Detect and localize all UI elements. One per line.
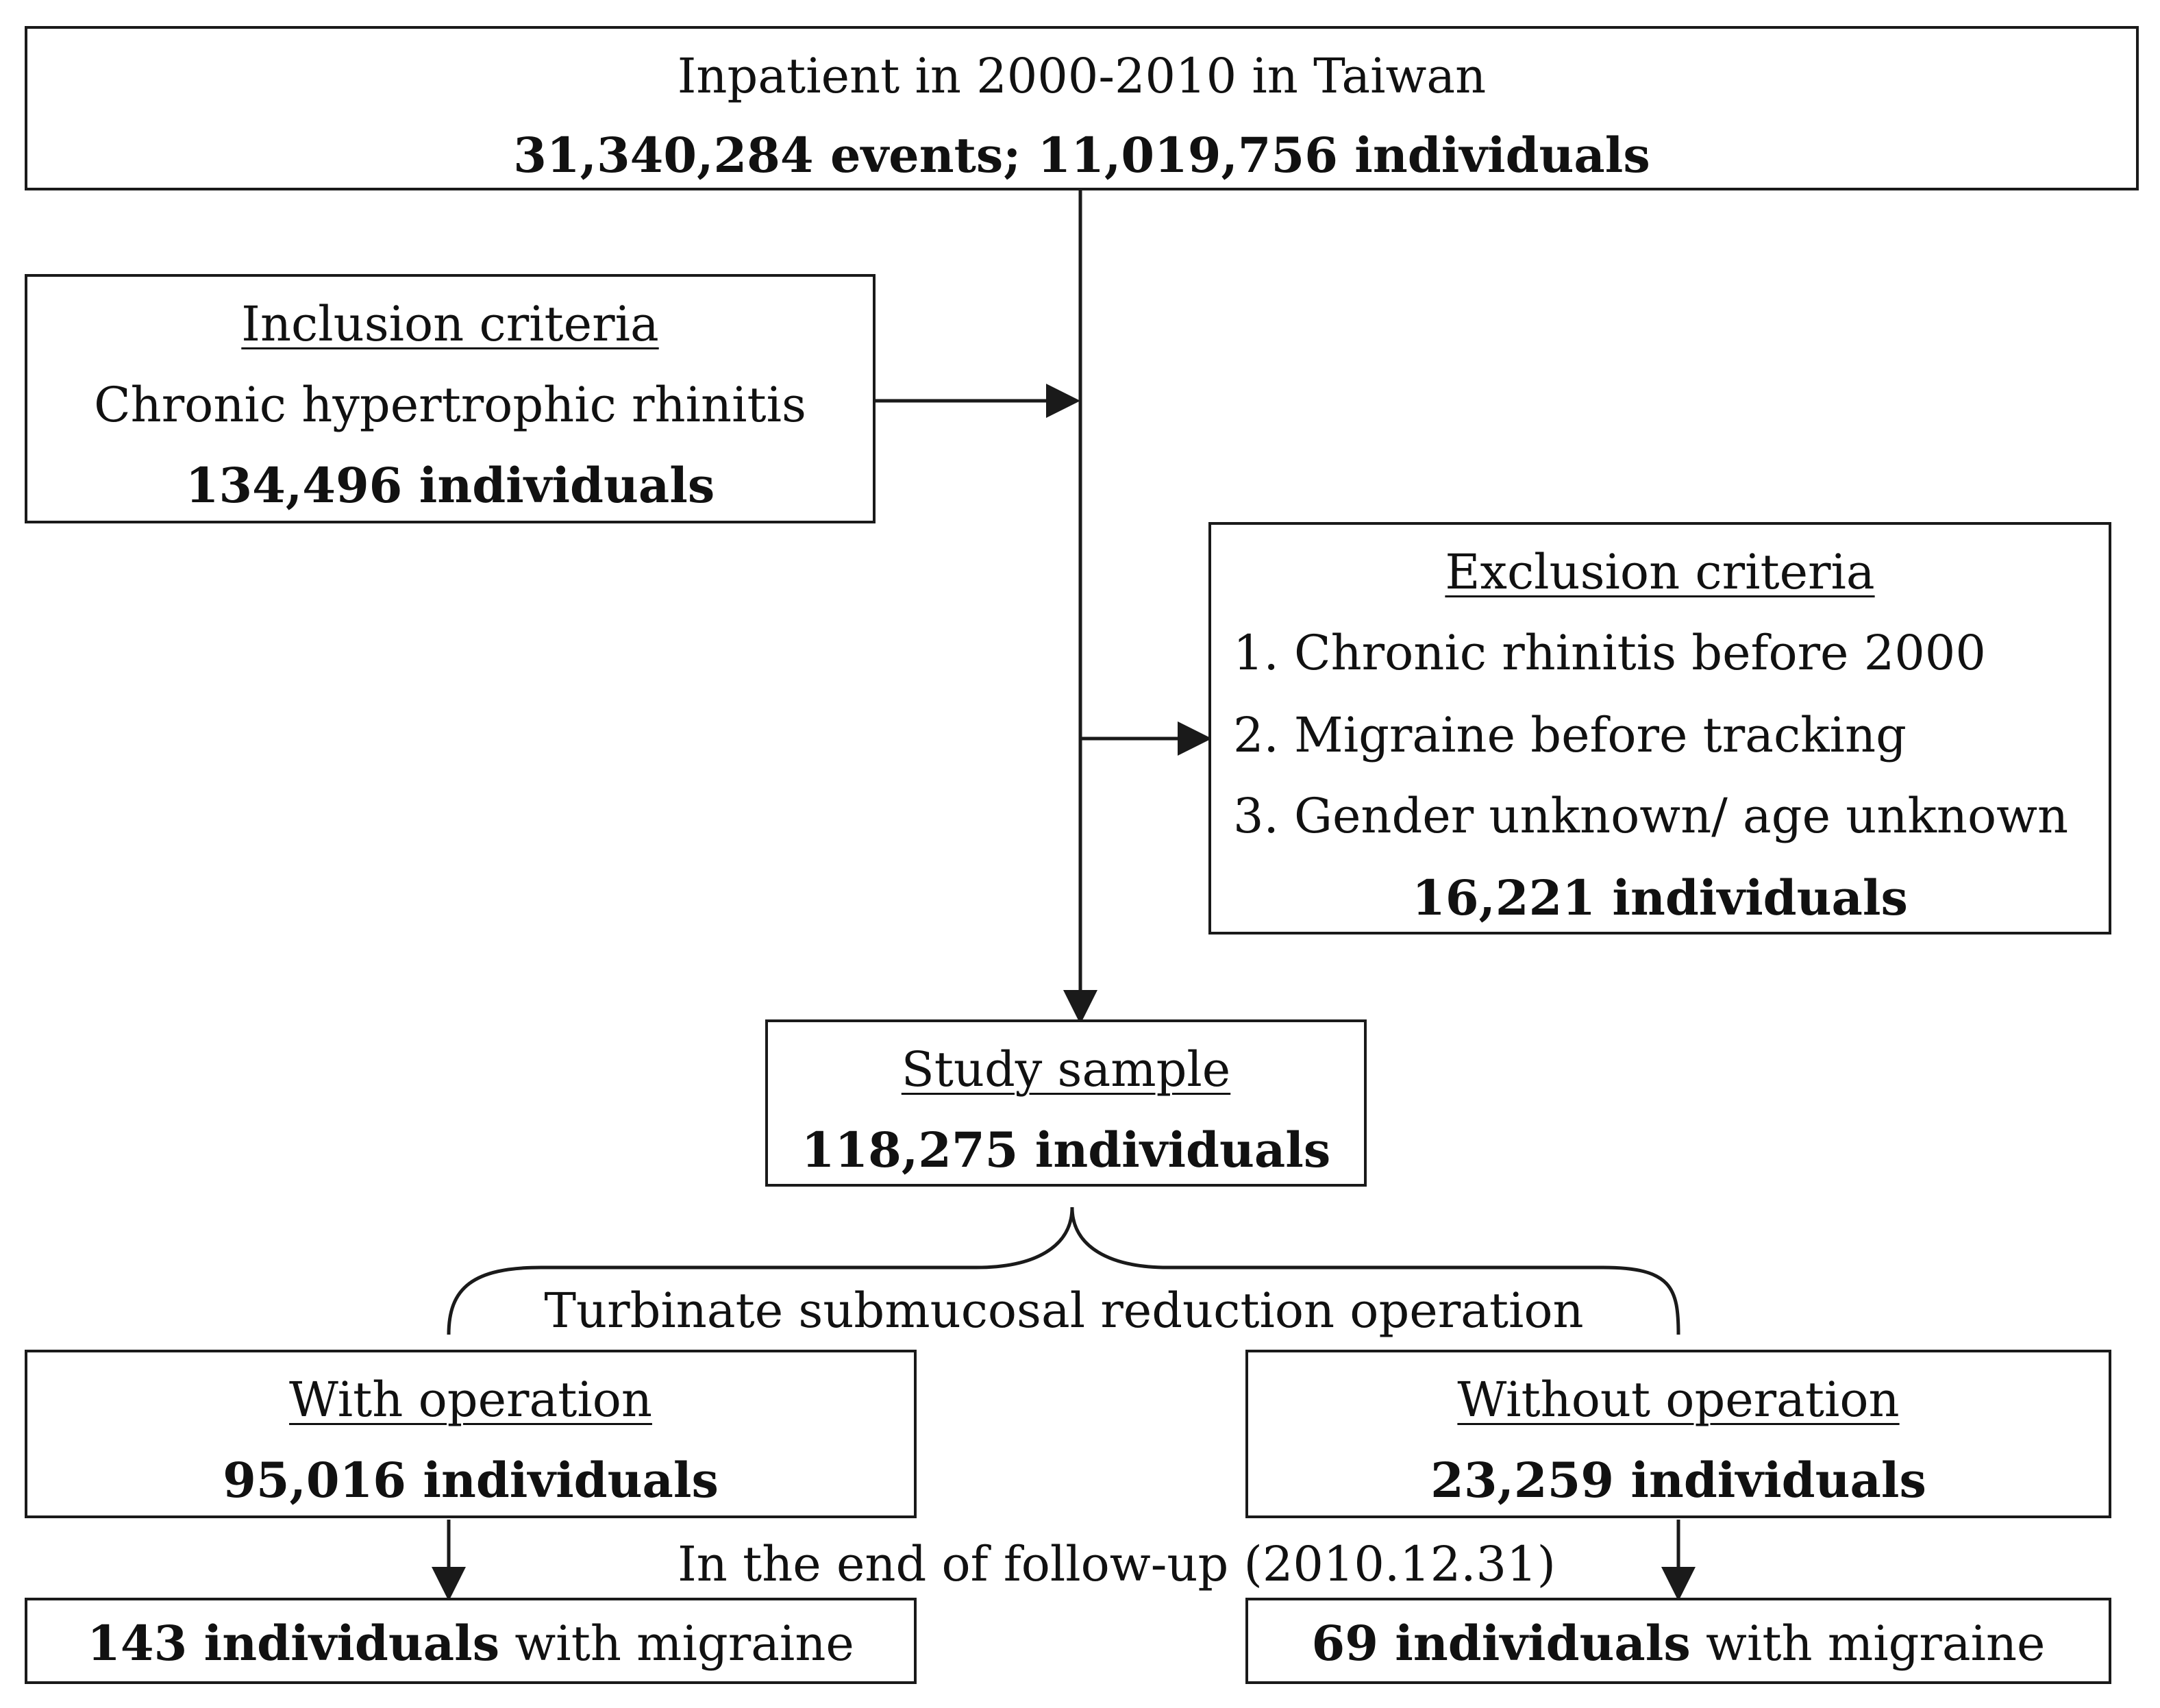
inclusion-count: 134,496 individuals xyxy=(185,457,715,514)
without-operation-box: Without operation 23,259 individuals xyxy=(1245,1350,2111,1518)
study-sample-box: Study sample 118,275 individuals xyxy=(765,1019,1367,1187)
exclusion-item-1: 1. Chronic rhinitis before 2000 xyxy=(1233,625,1986,681)
followup-label: In the end of follow-up (2010.12.31) xyxy=(678,1536,1556,1592)
inclusion-condition: Chronic hypertrophic rhinitis xyxy=(94,377,806,433)
without-operation-outcome: 69 individuals with migraine xyxy=(1248,1620,2109,1668)
exclusion-heading: Exclusion criteria xyxy=(1445,544,1875,600)
source-count: 31,340,284 events; 11,019,756 individual… xyxy=(513,127,1650,184)
exclusion-count: 16,221 individuals xyxy=(1412,869,1908,926)
study-count: 118,275 individuals xyxy=(801,1122,1331,1178)
source-title: Inpatient in 2000-2010 in Taiwan xyxy=(677,48,1487,104)
without-operation-count: 23,259 individuals xyxy=(1430,1452,1926,1509)
with-operation-count: 95,016 individuals xyxy=(223,1452,719,1509)
with-outcome-count: 143 individuals xyxy=(87,1615,500,1672)
without-outcome-count: 69 individuals xyxy=(1311,1615,1691,1672)
without-operation-outcome-box: 69 individuals with migraine xyxy=(1245,1598,2111,1684)
split-brace xyxy=(447,1206,1680,1335)
exclusion-item-3: 3. Gender unknown/ age unknown xyxy=(1233,788,2069,844)
with-outcome-suffix: with migraine xyxy=(499,1616,854,1672)
without-outcome-suffix: with migraine xyxy=(1690,1616,2046,1672)
exclusion-item-2: 2. Migraine before tracking xyxy=(1233,707,1907,763)
inclusion-criteria-box: Inclusion criteria Chronic hypertrophic … xyxy=(25,274,876,523)
exclusion-criteria-box: Exclusion criteria 1. Chronic rhinitis b… xyxy=(1208,522,2111,935)
with-operation-box: With operation 95,016 individuals xyxy=(25,1350,917,1518)
inclusion-heading: Inclusion criteria xyxy=(241,296,659,352)
split-label: Turbinate submucosal reduction operation xyxy=(544,1283,1584,1339)
with-operation-outcome-box: 143 individuals with migraine xyxy=(25,1598,917,1684)
study-heading: Study sample xyxy=(901,1041,1231,1098)
with-operation-outcome: 143 individuals with migraine xyxy=(27,1620,914,1668)
with-operation-heading: With operation xyxy=(289,1372,652,1428)
source-population-box: Inpatient in 2000-2010 in Taiwan 31,340,… xyxy=(25,26,2139,190)
without-operation-heading: Without operation xyxy=(1457,1372,1900,1428)
